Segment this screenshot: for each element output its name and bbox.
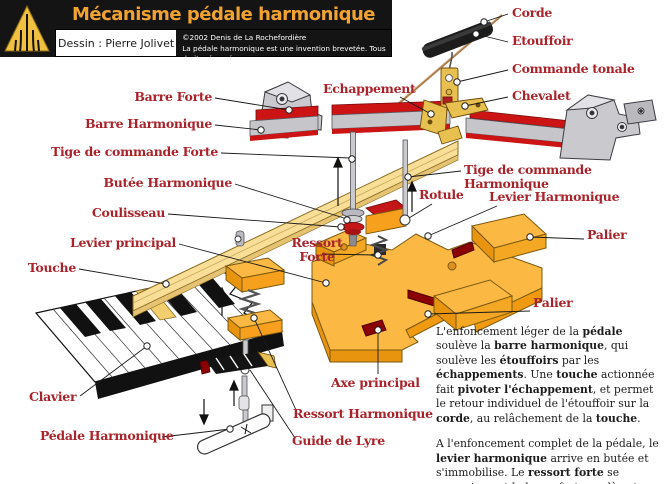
leader-lines <box>78 13 585 439</box>
leader-guide-de-lyre <box>249 369 296 439</box>
bearing-block-2 <box>407 279 514 332</box>
leader-touche <box>78 268 167 285</box>
leader-dot-tige-de-commande-harmonique <box>404 173 412 181</box>
leader-dot-palier-1 <box>526 233 534 241</box>
leader-dot-ressort-harmonique <box>250 314 258 322</box>
leader-ressort-forte <box>321 253 377 256</box>
harmonic-pedal <box>196 404 274 455</box>
description-block: L'enfoncement léger de la pédale soulève… <box>436 325 663 484</box>
leader-palier-2 <box>427 310 531 315</box>
leader-dot-etouffoir <box>472 30 480 38</box>
copyright-line1: ©2002 Denis de La Rochefordière <box>182 33 307 42</box>
leader-dot-echappement <box>427 110 435 118</box>
leader-echappement <box>399 96 432 115</box>
harmonic-lever-base <box>311 229 543 363</box>
leader-dot-touche <box>162 280 170 288</box>
bearing-block-1 <box>451 213 548 264</box>
leader-dot-coulisseau <box>337 223 345 231</box>
leader-pedale-harmonique <box>161 428 231 438</box>
leader-butee-harmonique <box>234 183 348 220</box>
leader-dot-pedale-harmonique <box>226 425 234 433</box>
copyright-line2: La pédale harmonique est une invention b… <box>182 43 386 64</box>
leader-ressort-harmonique <box>253 317 297 411</box>
copyright-box: ©2002 Denis de La Rochefordière La pédal… <box>176 30 391 63</box>
leader-commande-tonale <box>456 69 509 83</box>
lyre-guide <box>199 339 277 427</box>
leader-barre-forte <box>214 97 290 111</box>
leader-etouffoir <box>475 33 509 43</box>
title-bar: Mécanisme pédale harmonique <box>55 0 392 29</box>
leader-palier-1 <box>529 236 585 240</box>
leader-dot-butee-harmonique <box>343 216 351 224</box>
leader-rotule <box>408 203 433 219</box>
description-paragraph-1: L'enfoncement léger de la pédale soulève… <box>436 325 655 425</box>
keyboard-front-rail <box>95 331 284 399</box>
lyre-triangle-icon <box>4 4 50 52</box>
page-title: Mécanisme pédale harmonique <box>72 4 376 25</box>
leader-dot-barre-harmonique <box>257 126 265 134</box>
leader-levier-harmonique <box>427 205 498 237</box>
leader-dot-barre-forte <box>285 106 293 114</box>
right-support-bracket <box>559 94 657 161</box>
leader-coulisseau <box>167 213 342 228</box>
motion-arrows <box>199 156 417 426</box>
leader-dot-palier-2 <box>424 310 432 318</box>
publisher-logo <box>0 0 55 57</box>
header-subrow: Dessin : Pierre Jolivet ©2002 Denis de L… <box>55 29 392 63</box>
forte-command-rod <box>341 131 365 247</box>
main-axis-pin <box>361 319 387 337</box>
leader-tige-de-commande-harmonique <box>407 170 462 178</box>
ball-joint <box>399 214 411 226</box>
leader-levier-principal <box>178 243 327 284</box>
leader-chevalet <box>464 96 509 107</box>
leader-dot-levier-harmonique <box>424 232 432 240</box>
leader-tige-de-commande-forte <box>220 152 351 159</box>
leader-dot-axe-principal <box>374 326 382 334</box>
leader-dot-commande-tonale <box>453 78 461 86</box>
leader-barre-harmonique <box>214 124 262 131</box>
leader-corde <box>483 13 509 23</box>
leader-dot-corde <box>480 18 488 26</box>
leader-dot-chevalet <box>461 102 469 110</box>
leader-dot-clavier <box>143 342 151 350</box>
leader-dot-levier-principal <box>322 279 330 287</box>
description-paragraph-2: A l'enfoncement complet de la pédale, le… <box>436 437 659 484</box>
leader-dot-tige-de-commande-forte <box>348 155 356 163</box>
credit-text: Dessin : Pierre Jolivet <box>58 36 175 50</box>
header: Mécanisme pédale harmonique Dessin : Pie… <box>0 0 392 63</box>
harmonic-spring-assembly <box>224 257 286 342</box>
leader-clavier <box>79 345 148 397</box>
leader-dot-ressort-forte <box>374 251 382 259</box>
